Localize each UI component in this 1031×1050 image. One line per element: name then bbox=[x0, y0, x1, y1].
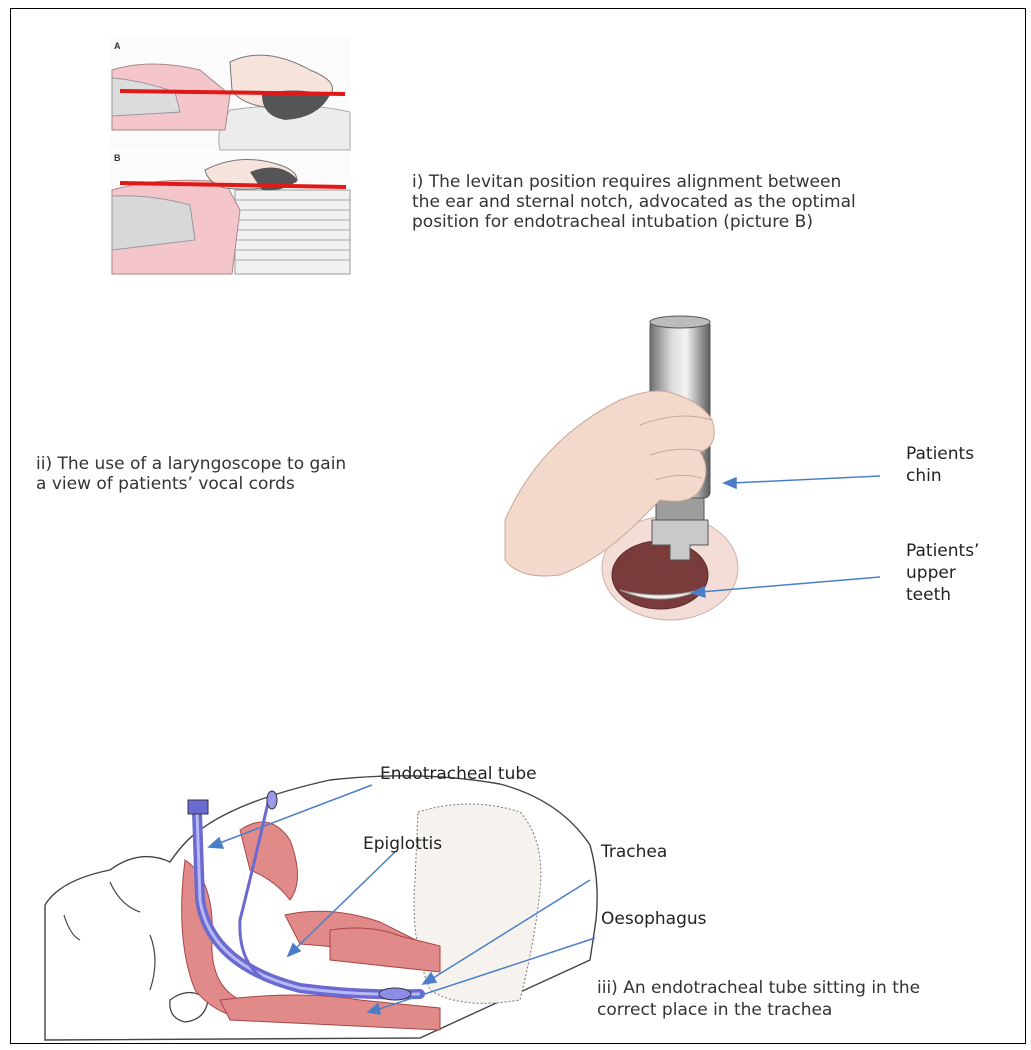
label-trachea: Trachea bbox=[601, 842, 667, 862]
pilot-balloon bbox=[267, 791, 277, 809]
label-endotracheal-tube: Endotracheal tube bbox=[380, 764, 537, 784]
label-oesophagus: Oesophagus bbox=[601, 909, 707, 929]
label-epiglottis: Epiglottis bbox=[363, 834, 442, 854]
tube-cuff bbox=[379, 988, 411, 1000]
caption-endotracheal-tube: iii) An endotracheal tube sitting in the… bbox=[597, 977, 1027, 1021]
tube-connector bbox=[188, 800, 208, 814]
